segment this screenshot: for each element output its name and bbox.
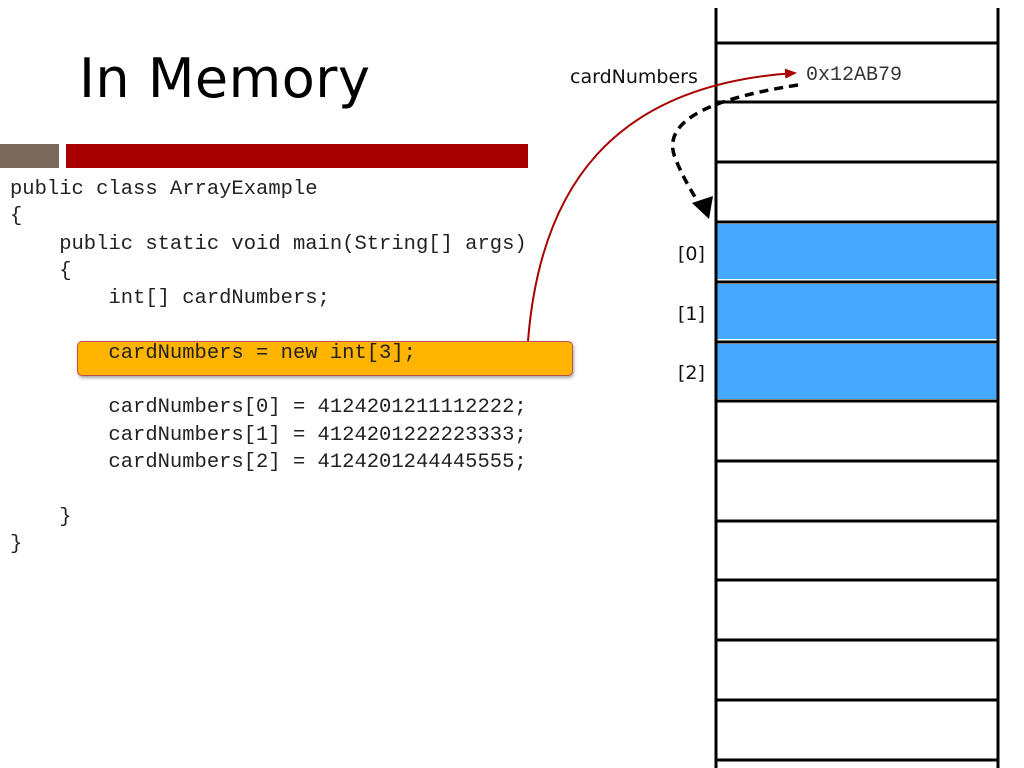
address-value: 0x12AB79 xyxy=(806,64,903,87)
title-underline-red xyxy=(66,144,528,168)
pointer-arrow xyxy=(670,83,799,213)
code-line-highlighted: cardNumbers = new int[3]; xyxy=(10,341,416,365)
memory-cell-index-0 xyxy=(717,224,998,279)
title-underline-gray xyxy=(0,144,59,168)
memory-cell-index-1 xyxy=(717,284,998,339)
code-line: cardNumbers[2] = 4124201244445555; xyxy=(10,450,527,474)
code-line: } xyxy=(10,532,23,556)
code-line-highlight xyxy=(77,341,573,376)
code-line: int[] cardNumbers; xyxy=(10,287,330,311)
memory-cell-index-2 xyxy=(717,344,998,399)
reference-arrow xyxy=(527,68,797,342)
code-line: } xyxy=(10,505,72,529)
variable-label: cardNumbers xyxy=(570,66,698,88)
code-line: public class ArrayExample xyxy=(10,178,318,201)
code-line: public static void main(String[] args) xyxy=(10,232,527,256)
code-line: cardNumbers[1] = 4124201222223333; xyxy=(10,423,527,447)
code-line: cardNumbers[0] = 4124201211112222; xyxy=(10,396,527,420)
code-line: { xyxy=(10,259,72,283)
slide-title: In Memory xyxy=(79,47,371,110)
pointer-arrowhead xyxy=(692,196,713,219)
index-label-0: [0] xyxy=(678,243,705,265)
code-line: { xyxy=(10,205,23,229)
code-block: public class ArrayExample { public static… xyxy=(10,176,527,558)
index-label-2: [2] xyxy=(678,362,705,384)
memory-row-dividers xyxy=(716,41,998,762)
index-label-1: [1] xyxy=(678,303,705,325)
